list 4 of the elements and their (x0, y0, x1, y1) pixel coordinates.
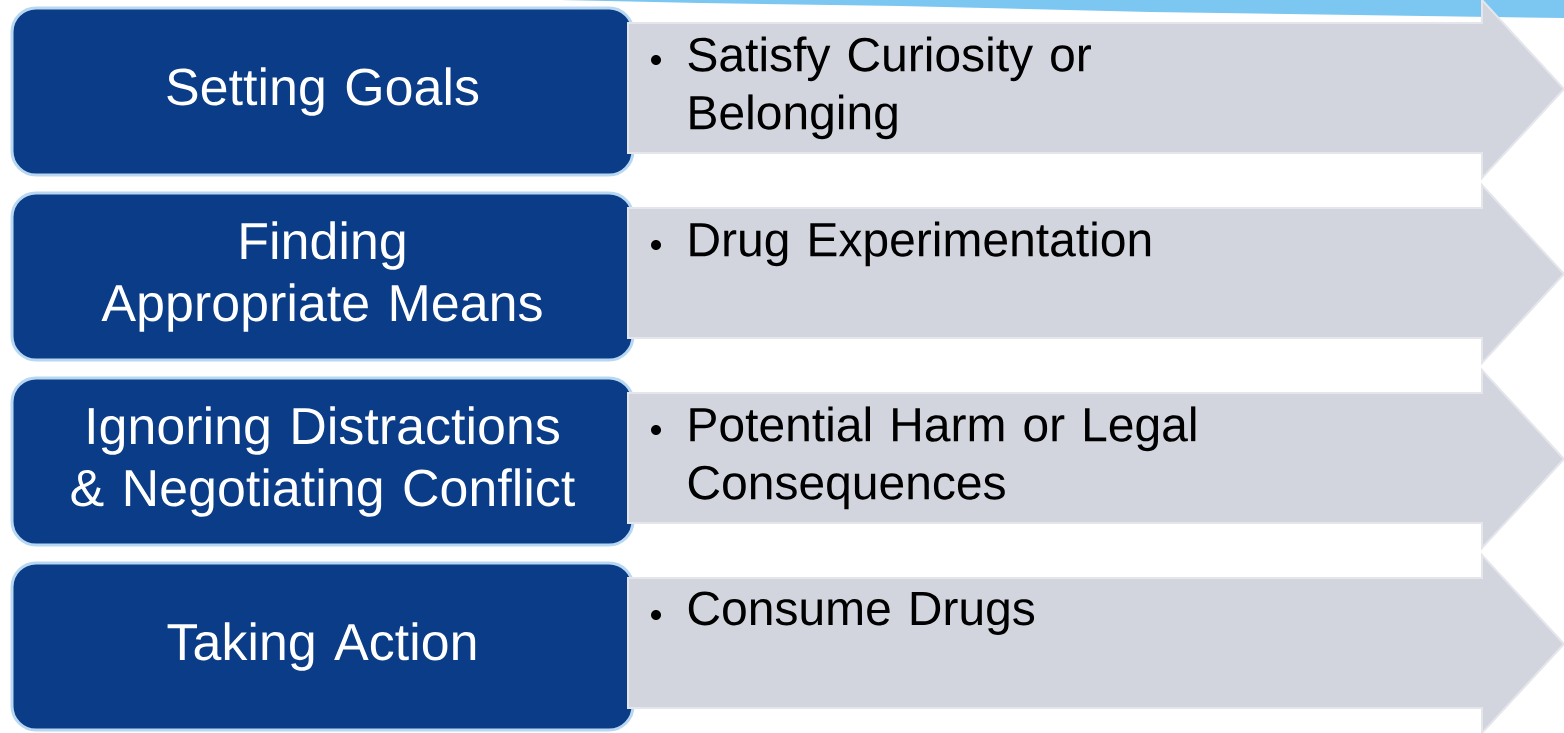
step-box: Taking Action (10, 561, 635, 732)
step-box: Finding Appropriate Means (10, 191, 635, 362)
step-box: Ignoring Distractions & Negotiating Conflict (10, 376, 635, 547)
step-box: Setting Goals (10, 6, 635, 177)
